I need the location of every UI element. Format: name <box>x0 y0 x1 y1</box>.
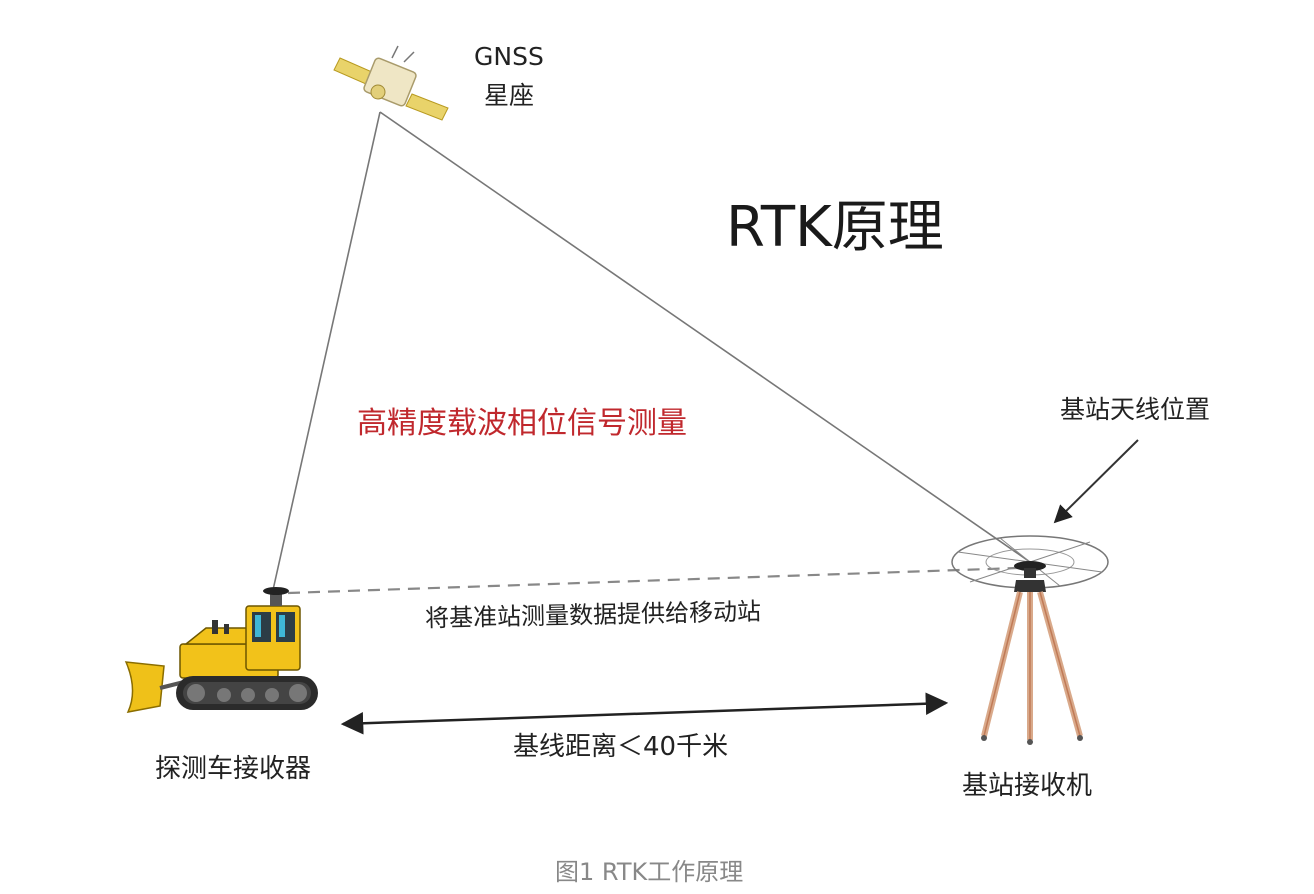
signal-line-to-rover <box>272 111 381 591</box>
data-link-label: 将基准站测量数据提供给移动站 <box>424 597 762 633</box>
measurement-label: 高精度载波相位信号测量 <box>357 406 687 441</box>
base-station-label: 基站接收机 <box>962 771 1093 801</box>
satellite-icon <box>333 45 449 121</box>
antenna-pointer-arrow <box>1053 439 1139 524</box>
bulldozer-icon <box>124 587 318 714</box>
data-link-dashed-line <box>287 566 1019 595</box>
baseline-label: 基线距离＜40千米 <box>513 732 729 762</box>
baseline-double-arrow <box>340 692 949 735</box>
antenna-position-label: 基站天线位置 <box>1060 395 1211 424</box>
signal-line-to-base <box>379 111 1031 563</box>
tripod-base-station-icon <box>951 535 1109 745</box>
diagram-title: RTK原理 <box>726 195 944 260</box>
rover-label: 探测车接收器 <box>155 754 312 784</box>
gnss-label: GNSS <box>474 42 544 71</box>
constellation-label: 星座 <box>484 81 535 110</box>
figure-caption: 图1 RTK工作原理 <box>555 858 744 886</box>
